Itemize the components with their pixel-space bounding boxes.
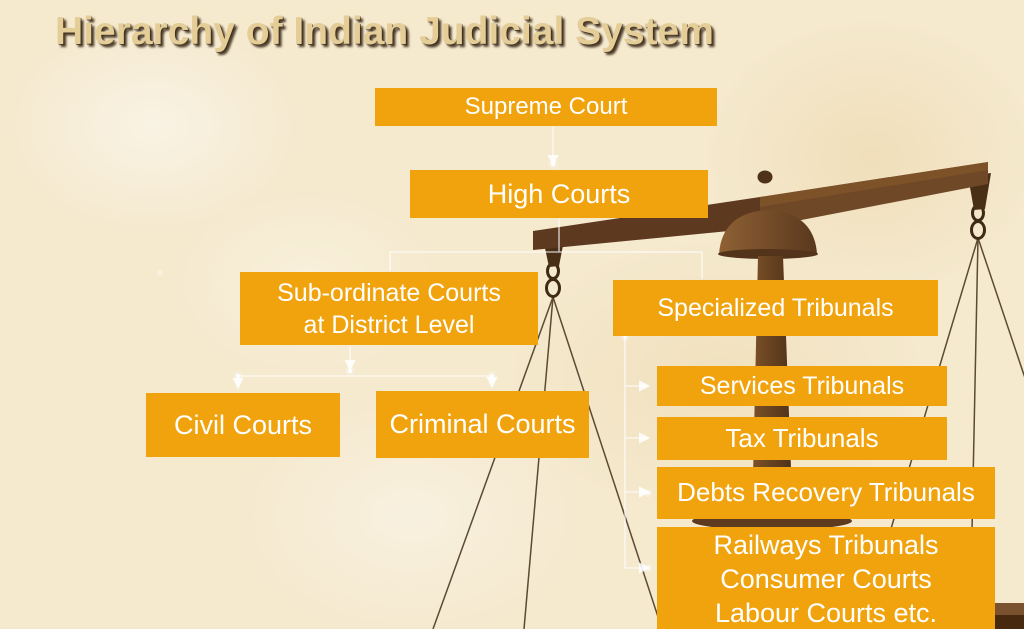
node-label: Sub-ordinate Courts: [277, 278, 501, 307]
node-label: Labour Courts etc.: [714, 597, 938, 628]
node-label: Debts Recovery Tribunals: [677, 477, 975, 508]
node-label: Supreme Court: [464, 92, 628, 120]
node-specialized-tribunals: Specialized Tribunals: [613, 280, 938, 336]
node-tax-tribunals: Tax Tribunals: [657, 417, 947, 460]
node-label: High Courts: [487, 178, 631, 209]
node-subordinate-courts: Sub-ordinate Courts at District Level: [240, 272, 538, 345]
node-label: Railways Tribunals: [713, 529, 939, 560]
node-criminal-courts: Criminal Courts: [376, 391, 589, 458]
node-label: Civil Courts: [173, 409, 313, 440]
node-debts-recovery-tribunals: Debts Recovery Tribunals: [657, 467, 995, 519]
node-other-tribunals: Railways Tribunals Consumer Courts Labou…: [657, 527, 995, 629]
node-civil-courts: Civil Courts: [146, 393, 340, 457]
node-label: Specialized Tribunals: [657, 294, 894, 322]
node-high-courts: High Courts: [410, 170, 708, 218]
slide-title: Hierarchy of Indian Judicial System: [55, 10, 714, 53]
node-label: Tax Tribunals: [725, 422, 879, 453]
node-label: Services Tribunals: [699, 372, 905, 400]
node-label: at District Level: [303, 310, 475, 339]
node-label: Consumer Courts: [720, 563, 932, 594]
node-label: Criminal Courts: [389, 409, 576, 440]
node-supreme-court: Supreme Court: [375, 88, 717, 126]
node-services-tribunals: Services Tribunals: [657, 366, 947, 406]
